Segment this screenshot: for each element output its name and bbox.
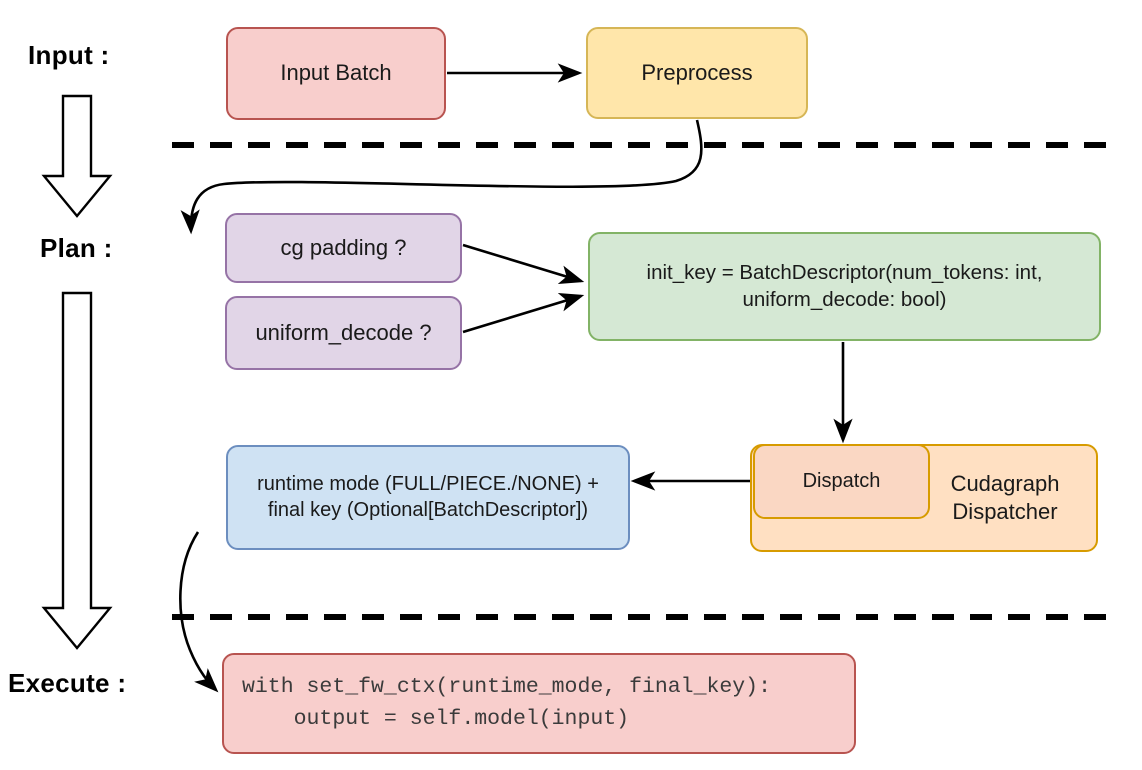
stage-arrow-plan-execute: [41, 291, 113, 650]
node-runtime-mode[interactable]: runtime mode (FULL/PIECE./NONE) + final …: [226, 445, 630, 550]
node-cg-padding[interactable]: cg padding ?: [225, 213, 462, 283]
node-input-batch[interactable]: Input Batch: [226, 27, 446, 120]
node-uniform-decode[interactable]: uniform_decode ?: [225, 296, 462, 370]
stage-arrow-input-plan: [41, 94, 113, 218]
node-dispatch[interactable]: Dispatch: [753, 444, 930, 519]
node-preprocess[interactable]: Preprocess: [586, 27, 808, 119]
arrow-cg-padding-to-init-key: [462, 243, 585, 284]
node-execute-code[interactable]: with set_fw_ctx(runtime_mode, final_key)…: [222, 653, 856, 754]
node-init-key[interactable]: init_key = BatchDescriptor(num_tokens: i…: [588, 232, 1101, 341]
arrow-runtime-mode-to-execute: [179, 531, 219, 693]
stage-label-plan: Plan :: [40, 233, 113, 263]
stage-label-execute: Execute :: [8, 668, 127, 698]
stage-label-input: Input :: [28, 40, 110, 70]
arrow-uniform-decode-to-init-key: [462, 293, 585, 334]
